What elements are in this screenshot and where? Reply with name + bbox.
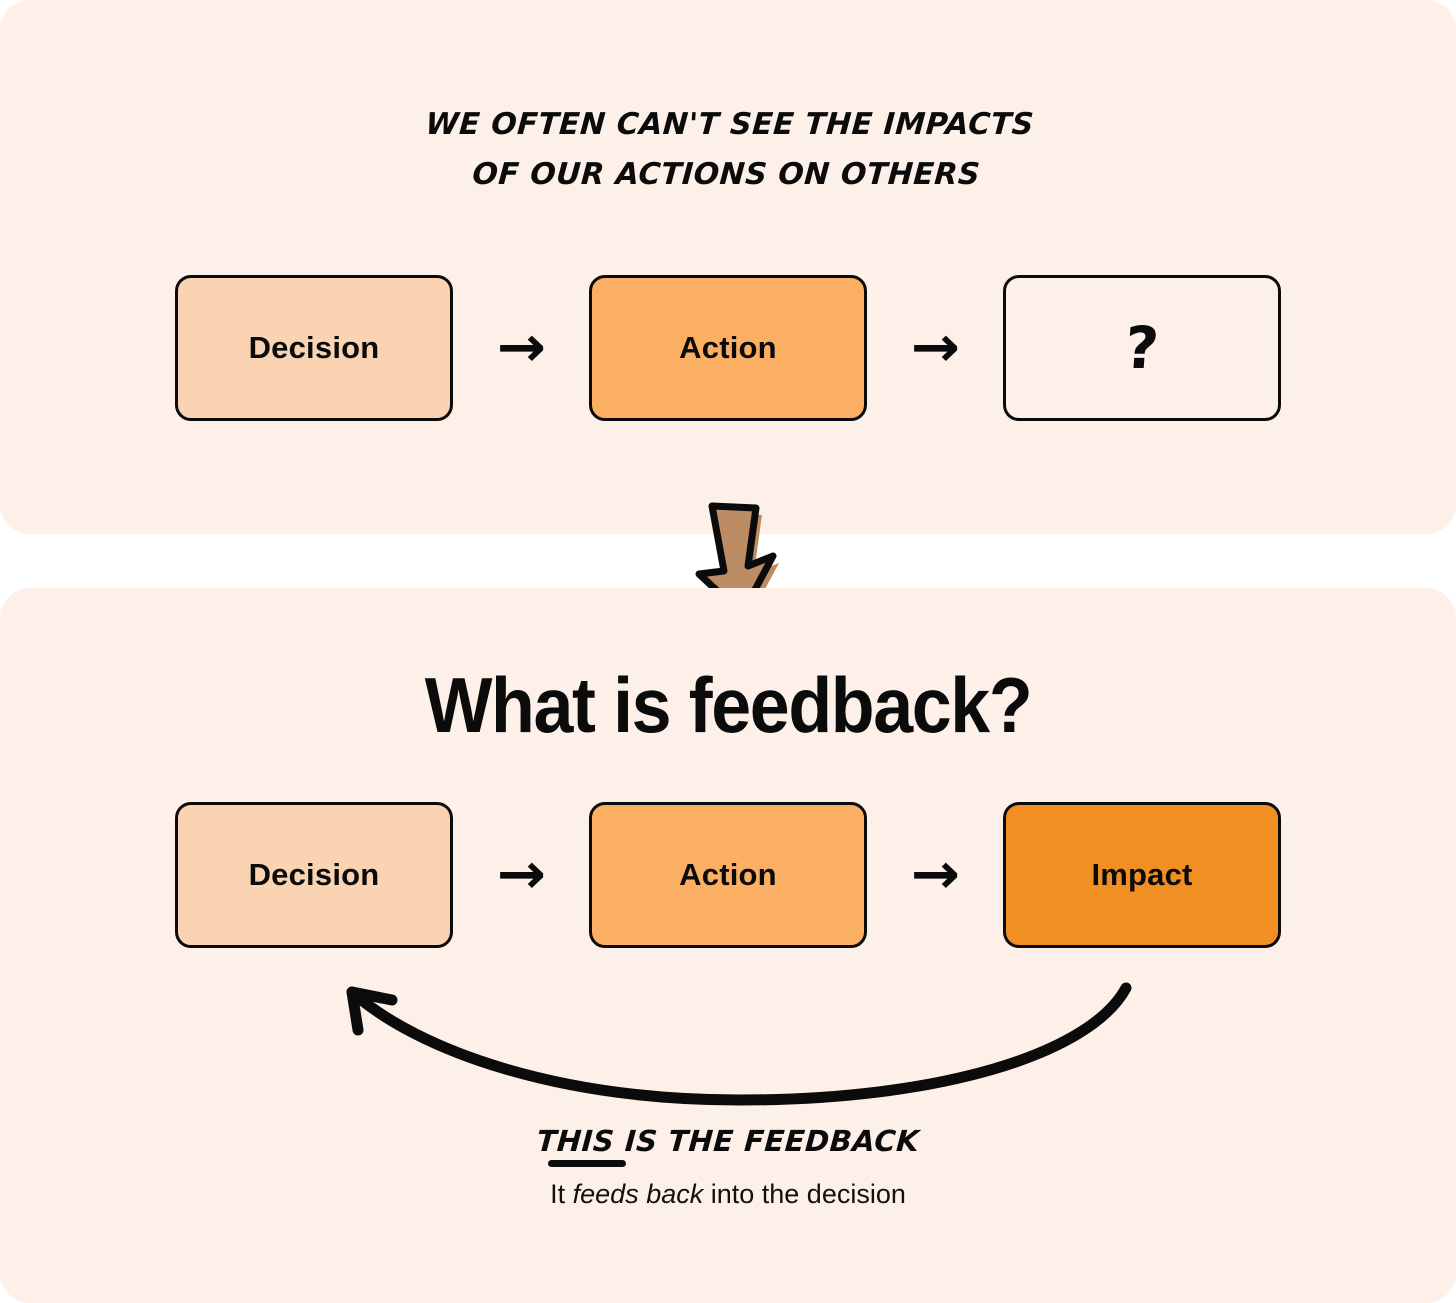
caption-underline	[548, 1160, 626, 1167]
top-flow-row: Decision → Action → ?	[0, 268, 1456, 428]
node-label: Action	[679, 330, 777, 365]
connector-1-bottom: →	[453, 847, 589, 903]
intro-heading: WE OFTEN CAN'T SEE THE IMPACTS OF OUR AC…	[424, 107, 1036, 192]
node-action-top[interactable]: Action	[589, 275, 874, 428]
page-title: What is feedback?	[424, 661, 1033, 749]
subcaption-after: into the decision	[703, 1179, 906, 1209]
node-label: Decision	[248, 330, 380, 365]
subcaption-before: It	[550, 1179, 573, 1209]
connector-1-top: →	[453, 320, 589, 376]
right-arrow-icon: →	[910, 842, 960, 907]
right-arrow-icon: →	[496, 842, 546, 907]
feedback-caption: THIS IS THE FEEDBACK	[535, 1124, 921, 1158]
subcaption-emphasis: feeds back	[572, 1179, 704, 1209]
feedback-subcaption: It feeds back into the decision	[0, 1175, 1456, 1213]
right-arrow-icon: →	[910, 315, 960, 380]
node-impact-bottom[interactable]: Impact	[1003, 802, 1288, 955]
bottom-flow-row: Decision → Action → Impact	[0, 795, 1456, 955]
node-unknown-top[interactable]: ?	[1003, 275, 1281, 421]
node-decision-top[interactable]: Decision	[175, 275, 460, 428]
top-panel	[0, 0, 1456, 534]
node-decision-bottom[interactable]: Decision	[175, 802, 460, 955]
node-label: Decision	[248, 857, 380, 892]
connector-2-bottom: →	[867, 847, 1003, 903]
connector-2-top: →	[867, 320, 1003, 376]
curved-feedback-arrow-icon	[346, 982, 1132, 1106]
node-label: Impact	[1091, 857, 1193, 892]
node-action-bottom[interactable]: Action	[589, 802, 874, 955]
node-label: Action	[679, 857, 777, 892]
right-arrow-icon: →	[496, 315, 546, 380]
question-mark-label: ?	[1122, 314, 1162, 382]
